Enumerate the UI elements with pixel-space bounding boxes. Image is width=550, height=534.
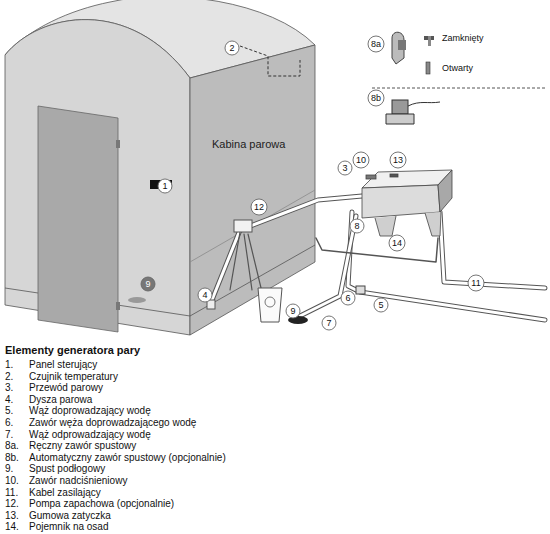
- cabin-left-wall: [5, 20, 190, 335]
- cabin-label: Kabina parowa: [212, 138, 302, 150]
- callout-number: 11: [466, 278, 486, 288]
- water-valve: [356, 286, 365, 294]
- steam-pipe: [212, 196, 362, 300]
- part-name: Ręczny zawór spustowy: [29, 440, 136, 452]
- part-name: Pojemnik na osad: [29, 521, 109, 533]
- rubber-plug: [390, 174, 398, 177]
- list-number: 3.: [5, 382, 13, 394]
- floor-drain: [128, 297, 146, 303]
- inset-separator: [372, 88, 545, 89]
- glass-door: [38, 106, 118, 332]
- open-symbol: [426, 62, 430, 74]
- closed-symbol: [428, 36, 431, 46]
- water-inlet-hose: [348, 212, 545, 320]
- callout-number: 8: [347, 221, 367, 231]
- callout-number: 8a: [366, 39, 386, 49]
- callout-number: 4: [195, 290, 215, 300]
- valve-state-label: Otwarty: [442, 62, 473, 74]
- callout-number: 3: [335, 163, 355, 173]
- steam-generator: [362, 170, 452, 236]
- list-number: 5.: [5, 405, 13, 417]
- part-name: Czujnik temperatury: [29, 371, 118, 383]
- pump-cable: [316, 238, 438, 262]
- list-number: 2.: [5, 371, 13, 383]
- part-name: Spust podłogowy: [29, 463, 105, 475]
- water-inlet-outline: [348, 212, 545, 320]
- callout-number: 1: [155, 181, 175, 191]
- valve-body: [386, 114, 414, 124]
- part-name: Automatyczny zawór spustowy (opcjonalnie…: [29, 452, 226, 464]
- list-number: 11.: [5, 487, 18, 499]
- cabin-label-box: Kabina parowa: [212, 138, 302, 150]
- cabin-right-wall: [190, 45, 315, 335]
- list-number: 8b.: [5, 452, 19, 464]
- fragrance-pump: [234, 220, 252, 232]
- callout-number: 5: [371, 300, 391, 310]
- part-name: Panel sterujący: [29, 359, 97, 371]
- callout-number: 10: [351, 155, 371, 165]
- power-cable-outline: [440, 212, 545, 288]
- pressure-valve: [366, 175, 376, 179]
- door-hinge: [116, 140, 120, 148]
- list-number: 4.: [5, 394, 13, 406]
- callout-circles: [141, 36, 484, 330]
- callout-number: 9: [138, 279, 158, 289]
- list-number: 9.: [5, 463, 13, 475]
- power-cable: [440, 212, 545, 288]
- bottle-flower: [265, 297, 275, 307]
- solenoid-drain-valve: [392, 100, 408, 114]
- part-name: Wąż doprowadzający wodę: [29, 405, 151, 417]
- part-name: Zawór nadciśnieniowy: [29, 475, 127, 487]
- part-name: Gumowa zatyczka: [29, 510, 111, 522]
- callout-number: 14: [387, 238, 407, 248]
- list-number: 12.: [5, 498, 19, 510]
- list-number: 13.: [5, 510, 19, 522]
- list-number: 7.: [5, 429, 13, 441]
- part-name: Kabel zasilający: [29, 487, 101, 499]
- part-name: Przewód parowy: [29, 382, 103, 394]
- part-name: Dysza parowa: [29, 394, 92, 406]
- steam-pipe-outline: [212, 196, 362, 300]
- valve-state-label: Zamknięty: [442, 32, 484, 44]
- sediment-container: [375, 216, 396, 236]
- list-number: 1.: [5, 359, 13, 371]
- callout-number: 2: [222, 43, 242, 53]
- mount-bracket: [425, 212, 441, 236]
- callout-number: 8b: [366, 93, 386, 103]
- steam-cabin: [5, 0, 315, 335]
- valve-cable: [408, 102, 440, 106]
- pump-tubes: [230, 232, 262, 292]
- callout-number: 7: [319, 318, 339, 328]
- diagram-title: Elementy generatora pary: [5, 344, 140, 356]
- part-name: Wąż odprowadzający wodę: [29, 429, 151, 441]
- list-number: 10.: [5, 475, 19, 487]
- callout-number: 6: [338, 293, 358, 303]
- door-hinge: [116, 302, 120, 310]
- generator-side: [438, 170, 452, 212]
- valve-handle: [398, 40, 406, 50]
- part-name: Zawór węża doprowadzającego wodę: [29, 417, 196, 429]
- list-number: 8a.: [5, 440, 19, 452]
- sensor-wire: [240, 46, 300, 76]
- list-number: 14.: [5, 521, 19, 533]
- list-number: 6.: [5, 417, 13, 429]
- callout-number: 9: [283, 306, 303, 316]
- callout-number: 13: [388, 155, 408, 165]
- valve-inset: [372, 32, 545, 124]
- part-name: Pompa zapachowa (opcjonalnie): [29, 498, 174, 510]
- fragrance-bottle: [258, 288, 282, 322]
- callout-number: 12: [249, 202, 269, 212]
